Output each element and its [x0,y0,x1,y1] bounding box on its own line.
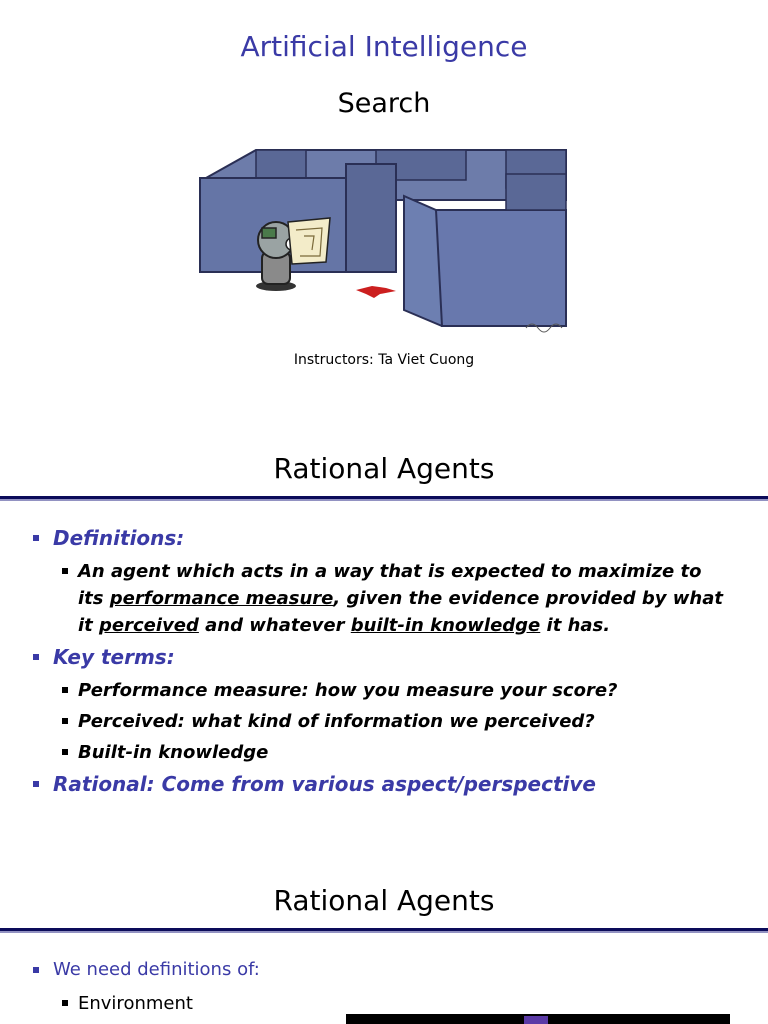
embedded-media-frame [346,1014,730,1024]
title-divider-shadow [0,499,768,501]
bullet-key-terms: Key terms: [0,643,768,671]
title-slide: Artificial Intelligence Search Instructo… [0,0,768,420]
bullet-rational: Rational: Come from various aspect/persp… [0,770,768,798]
definition-text: , given the evidence provided by what it [78,588,723,636]
bullet-list: We need definitions of: Environment [0,956,768,1021]
slide-title: Rational Agents [273,884,495,917]
sub-bullet-key-term: Perceived: what kind of information we p… [0,708,768,735]
title-divider [0,496,768,499]
slide-subtitle: Search [337,88,431,119]
media-icon [524,1016,548,1024]
rational-agents-slide-2: Rational Agents We need definitions of: … [0,864,768,1024]
slide-title: Artificial Intelligence [240,30,528,63]
robot-maze-illustration [199,149,567,333]
sub-bullet-definition: An agent which acts in a way that is exp… [0,558,768,639]
bullet-list: Definitions: An agent which acts in a wa… [0,524,768,804]
definition-text: and whatever [198,615,351,636]
title-divider [0,928,768,931]
title-divider-shadow [0,931,768,933]
definition-text: An agent which acts in a way that is exp… [78,561,702,609]
bullet-definitions-needed: We need definitions of: [0,956,768,984]
bullet-definitions: Definitions: [0,524,768,552]
definition-term-performance: performance measure [109,588,334,609]
sub-bullet-environment: Environment [0,990,768,1017]
definition-term-knowledge: built-in knowledge [350,615,541,636]
definition-text: it has. [540,615,611,636]
sub-bullet-key-term: Performance measure: how you measure you… [0,677,768,704]
definition-term-perceived: perceived [99,615,199,636]
instructors-line: Instructors: Ta Viet Cuong [293,352,475,368]
rational-agents-slide: Rational Agents Definitions: An agent wh… [0,432,768,862]
sub-bullet-key-term: Built-in knowledge [0,739,768,766]
slide-title: Rational Agents [273,452,495,485]
